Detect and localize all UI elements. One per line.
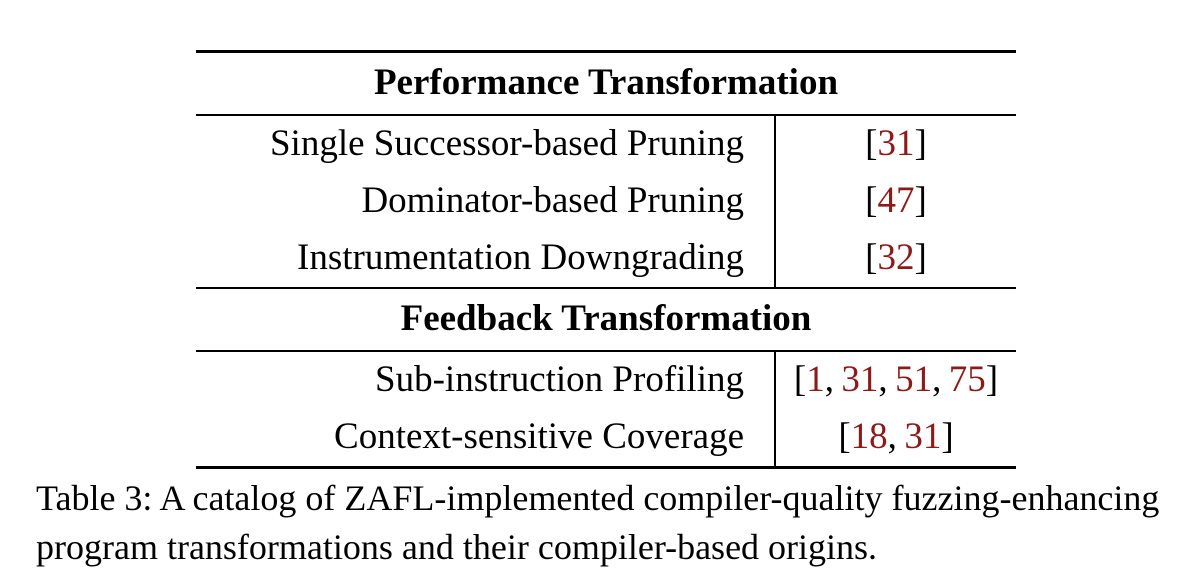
caption-suffix: -implemented compiler-quality fuzzing-en… bbox=[36, 478, 1160, 567]
section-title-performance: Performance Transformation bbox=[196, 51, 1016, 116]
caption-tool-name: ZAFL bbox=[344, 478, 435, 518]
citation-link[interactable]: 1 bbox=[806, 359, 825, 401]
table-caption: Table 3: A catalog of ZAFL-implemented c… bbox=[36, 474, 1196, 572]
table-row: Single Successor-based Pruning [31] bbox=[196, 115, 1016, 173]
citation-cell: [1, 31, 51, 75] bbox=[793, 359, 999, 401]
transformation-name: Context-sensitive Coverage bbox=[196, 409, 776, 468]
citation-link[interactable]: 18 bbox=[850, 416, 888, 458]
transformation-name: Dominator-based Pruning bbox=[196, 173, 776, 230]
transformation-name: Sub-instruction Profiling bbox=[196, 351, 776, 409]
citation-link[interactable]: 47 bbox=[877, 180, 915, 222]
transformation-catalog-table: Performance Transformation Single Succes… bbox=[196, 50, 1016, 469]
citation-link[interactable]: 31 bbox=[877, 123, 915, 165]
transformation-name: Single Successor-based Pruning bbox=[196, 115, 776, 173]
citation-link[interactable]: 31 bbox=[904, 416, 942, 458]
table-row: Dominator-based Pruning [47] bbox=[196, 173, 1016, 230]
caption-prefix: Table 3: A catalog of bbox=[36, 478, 345, 518]
section-header-row: Feedback Transformation bbox=[196, 287, 1016, 352]
citation-link[interactable]: 51 bbox=[895, 359, 933, 401]
citation-cell: [31] bbox=[865, 123, 927, 165]
section-header-row: Performance Transformation bbox=[196, 51, 1016, 116]
citation-link[interactable]: 31 bbox=[841, 359, 879, 401]
citation-link[interactable]: 75 bbox=[948, 359, 986, 401]
table-row: Context-sensitive Coverage [18, 31] bbox=[196, 409, 1016, 468]
citation-cell: [47] bbox=[865, 180, 927, 222]
transformation-name: Instrumentation Downgrading bbox=[196, 230, 776, 288]
table-row: Sub-instruction Profiling [1, 31, 51, 75… bbox=[196, 351, 1016, 409]
citation-cell: [32] bbox=[865, 237, 927, 279]
citation-cell: [18, 31] bbox=[838, 416, 954, 458]
table-row: Instrumentation Downgrading [32] bbox=[196, 230, 1016, 288]
citation-link[interactable]: 32 bbox=[877, 237, 915, 279]
table-container: Performance Transformation Single Succes… bbox=[196, 50, 1016, 469]
section-title-feedback: Feedback Transformation bbox=[196, 287, 1016, 352]
